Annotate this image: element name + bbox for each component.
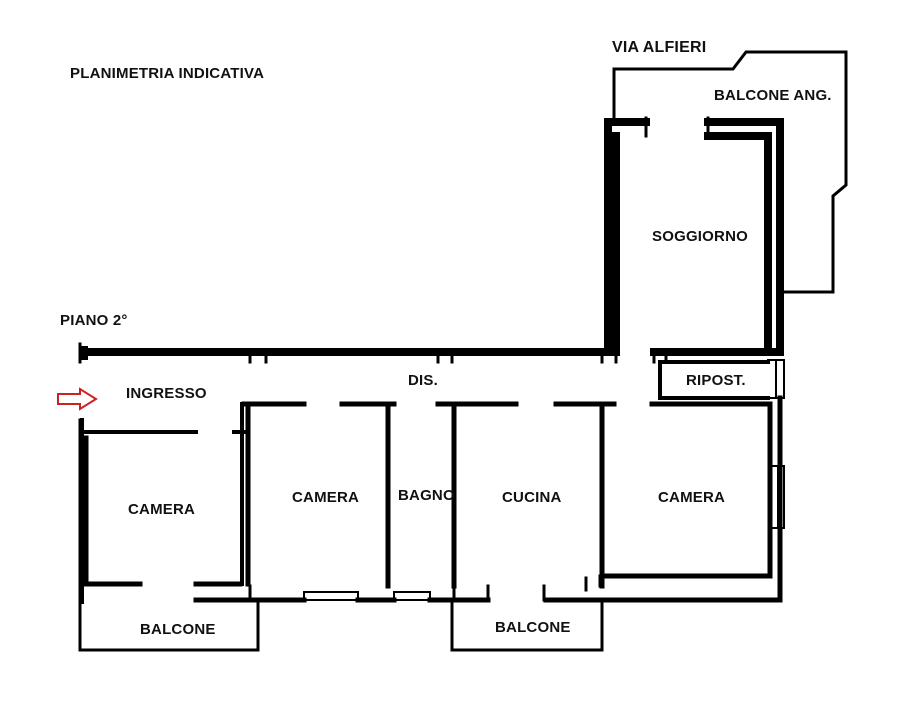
corner-balcony-wall bbox=[612, 50, 848, 294]
room-label-balcone-left: BALCONE bbox=[140, 621, 216, 638]
room-label-bagno: BAGNO bbox=[398, 487, 455, 504]
storage-walls bbox=[658, 360, 770, 400]
living-room-walls bbox=[604, 118, 784, 356]
room-walls bbox=[83, 401, 771, 589]
walls bbox=[78, 50, 848, 652]
plan-title: PLANIMETRIA INDICATIVA bbox=[70, 65, 264, 82]
middle-balcony-wall bbox=[450, 600, 604, 652]
room-label-cucina: CUCINA bbox=[502, 489, 562, 506]
room-label-camera-mid: CAMERA bbox=[292, 489, 359, 506]
corridor-top-wall bbox=[80, 346, 784, 360]
room-label-disimpegno: DIS. bbox=[408, 372, 438, 389]
floor-label: PIANO 2° bbox=[60, 312, 128, 329]
entrance-walls bbox=[80, 402, 246, 604]
right-arrow-icon bbox=[57, 387, 98, 411]
room-label-soggiorno: SOGGIORNO bbox=[652, 228, 748, 245]
room-label-camera-left: CAMERA bbox=[128, 501, 195, 518]
room-label-balcone-ang: BALCONE ANG. bbox=[714, 87, 832, 104]
room-label-ingresso: INGRESSO bbox=[126, 385, 207, 402]
room-label-camera-right: CAMERA bbox=[658, 489, 725, 506]
street-label: VIA ALFIERI bbox=[612, 39, 706, 56]
room-label-ripostiglio: RIPOST. bbox=[686, 372, 746, 389]
room-label-balcone-mid: BALCONE bbox=[495, 619, 571, 636]
